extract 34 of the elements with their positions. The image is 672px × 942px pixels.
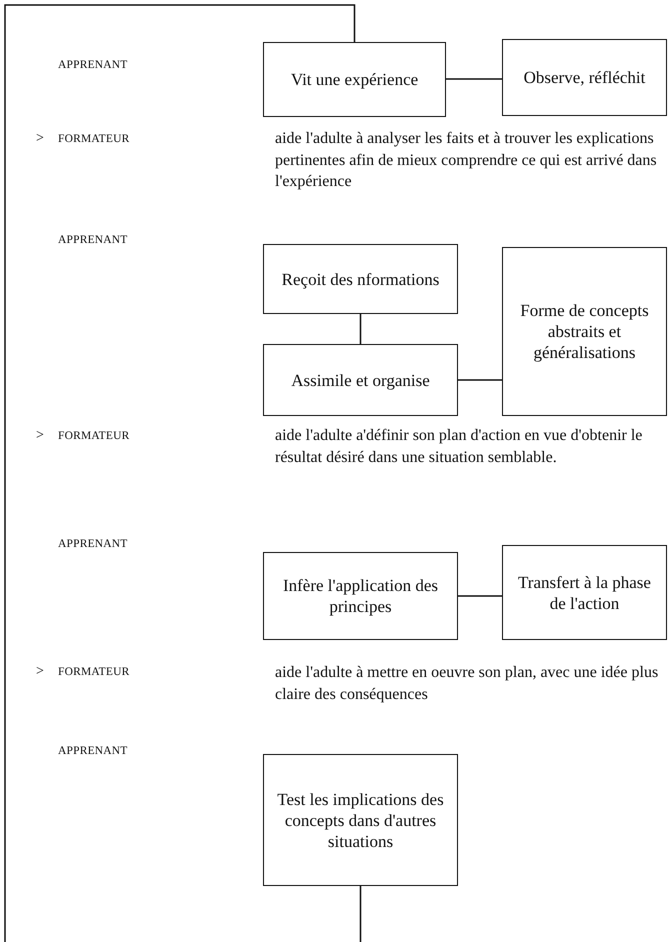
role-label: APPRENANT	[58, 59, 128, 71]
box-text: Infère l'application des principes	[282, 575, 440, 617]
process-box	[263, 244, 458, 314]
process-box	[263, 552, 458, 640]
instruction-text: aide l'adulte a'définir son plan d'action en vue d'obtenir le résultat désiré dans une situation semblable.	[275, 426, 644, 468]
process-box	[263, 42, 446, 117]
connector-line	[446, 78, 502, 80]
box-text: Assimile et organise	[291, 370, 430, 390]
role-label: APPRENANT	[58, 538, 128, 550]
connector-line	[360, 314, 362, 344]
process-box	[502, 545, 667, 640]
process-box	[502, 247, 667, 416]
process-box	[502, 39, 667, 116]
connector-line	[4, 4, 362, 942]
process-box	[263, 754, 458, 886]
box-text: Forme de concepts abstraits et généralisations	[519, 300, 650, 363]
marker-symbol: >	[36, 428, 44, 444]
box-text: Transfert à la phase de l'action	[517, 572, 652, 614]
box-text: Vit une expérience	[290, 69, 418, 90]
role-label: FORMATEUR	[58, 430, 130, 442]
instruction-text: aide l'adulte à analyser les faits et à trouver les explications pertinentes afin de mieux comprendre ce qui est arrivé dans l'expérience	[275, 129, 658, 192]
role-label: FORMATEUR	[58, 133, 130, 145]
process-box	[263, 344, 458, 416]
connector-line	[458, 595, 502, 597]
connector-line	[458, 379, 502, 381]
box-text: Test les implications des concepts dans d'autres situations	[276, 788, 445, 852]
marker-symbol: >	[36, 131, 44, 147]
role-label: APPRENANT	[58, 234, 128, 246]
role-label: APPRENANT	[58, 745, 128, 757]
instruction-text: aide l'adulte à mettre en oeuvre son plan, avec une idée plus claire des conséquences	[275, 663, 660, 704]
marker-symbol: >	[36, 664, 44, 680]
box-text: Observe, réfléchit	[524, 67, 646, 88]
role-label: FORMATEUR	[58, 666, 130, 678]
box-text: Reçoit des nformations	[282, 268, 440, 290]
